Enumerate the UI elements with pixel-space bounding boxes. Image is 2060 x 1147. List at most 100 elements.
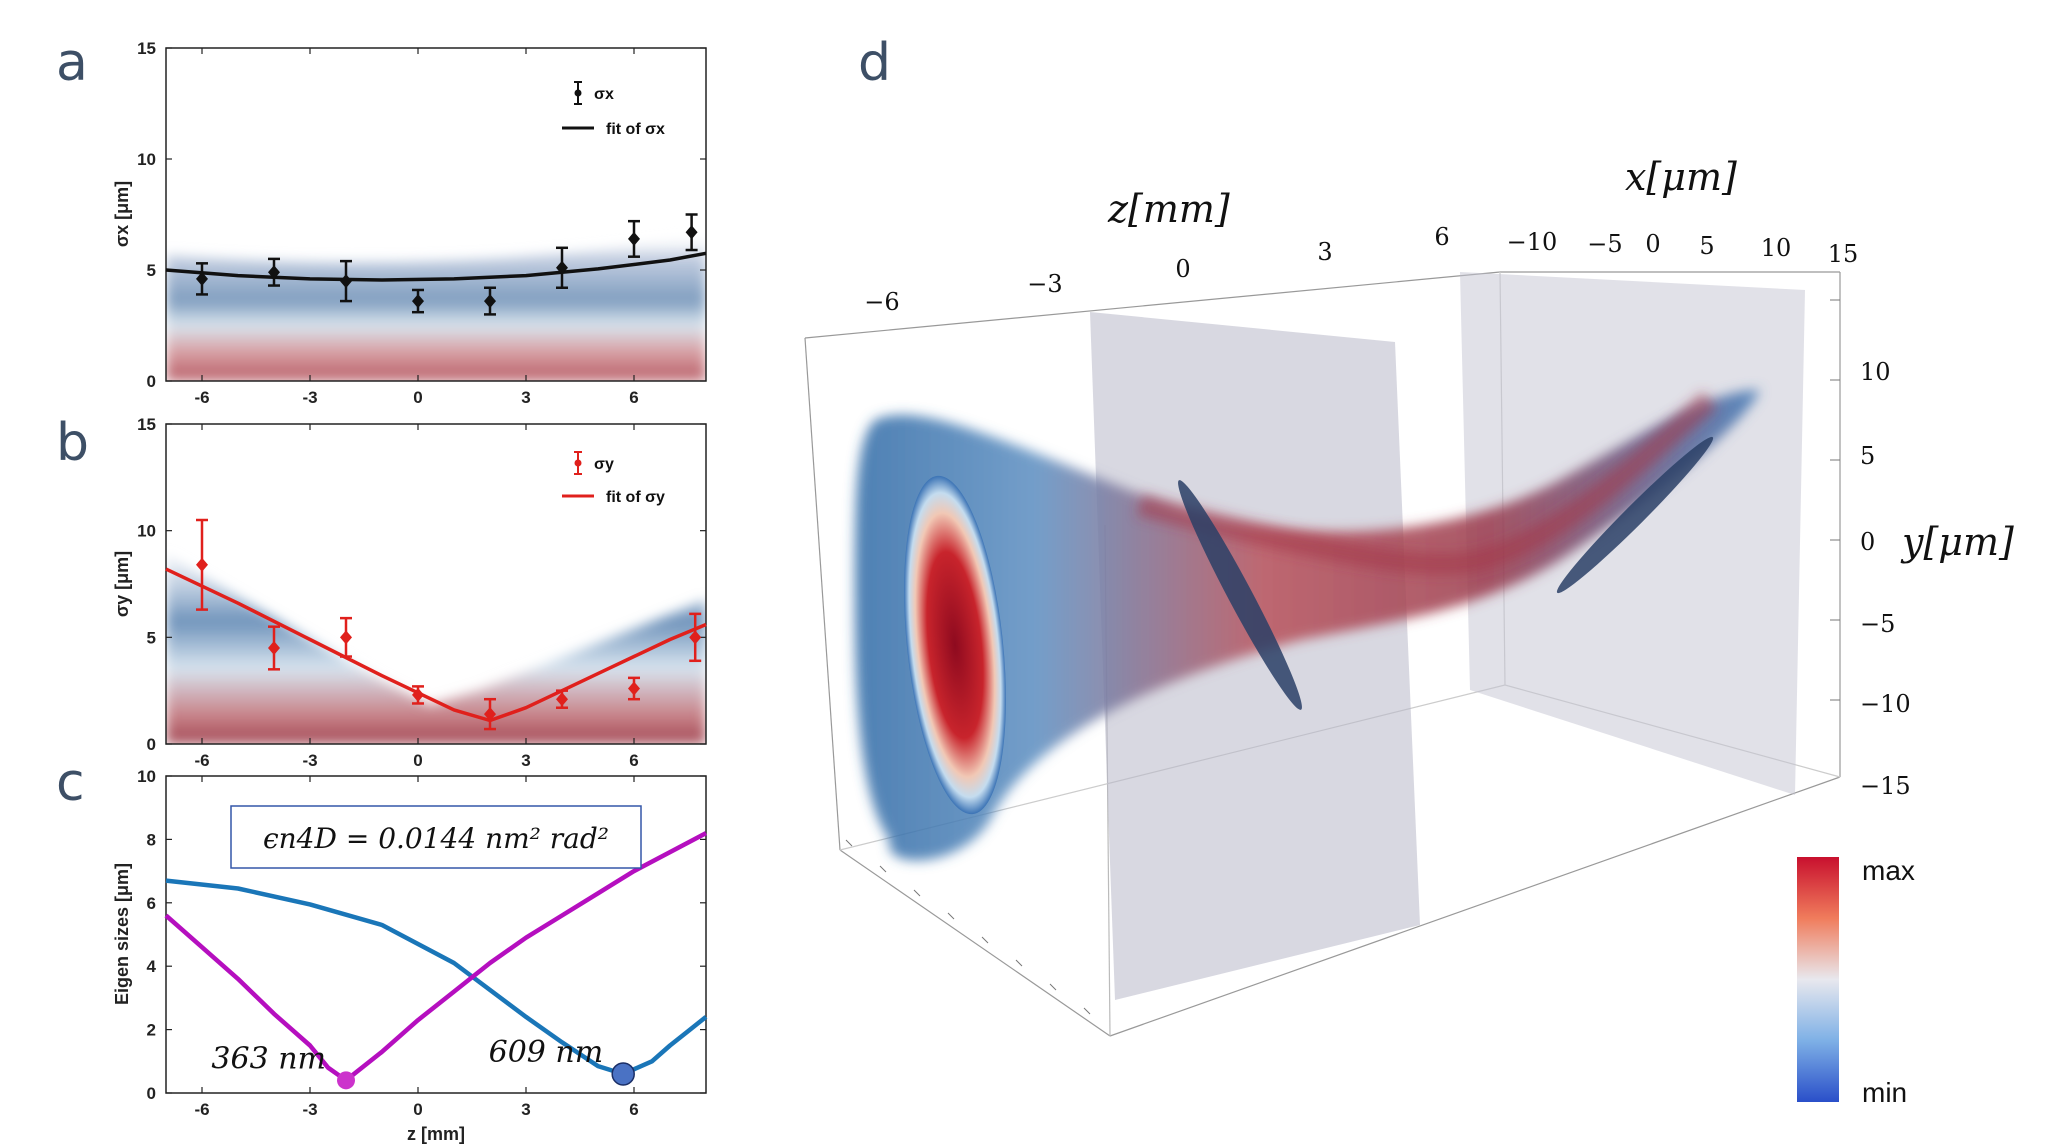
minimum-label: 363 nm	[211, 1041, 326, 1076]
minimum-marker	[611, 1062, 635, 1086]
y-tick-label: −15	[1860, 772, 1911, 800]
y-tick-label: −10	[1860, 690, 1911, 718]
legend-label-fit-sigma-y: fit of σy	[606, 489, 665, 506]
box-tick-marks	[845, 299, 1840, 1015]
legend-a: σx fit of σx	[562, 81, 665, 138]
emittance-annotation: ϵn4D = 0.0144 nm² rad²	[263, 822, 609, 855]
z-tick-label: 6	[1434, 223, 1449, 251]
x-tick-label: -6	[194, 751, 209, 770]
x-tick-label: 5	[1699, 232, 1714, 260]
x-tick-label: −10	[1507, 228, 1558, 256]
data-point	[484, 286, 496, 316]
y-tick-label: 0	[147, 1084, 156, 1103]
beam-cross-section-entry	[904, 475, 1006, 815]
y-tick-label: 0	[147, 735, 156, 754]
legend-label-sigma-x: σx	[594, 86, 614, 103]
y-tick-label: 8	[147, 830, 156, 849]
y-tick-label: 15	[137, 39, 156, 58]
x-tick-label: 6	[629, 751, 638, 770]
colorbar	[1797, 857, 1839, 1102]
axes-frame-b	[165, 423, 707, 745]
chart-a: -6 -3 0 3 6 0 5 10 15 σx [μm] σx fit of σx	[112, 39, 707, 407]
x-tick-label: -3	[302, 1100, 317, 1119]
data-point	[196, 518, 208, 611]
fit-curve	[165, 251, 707, 282]
x-tick-label: 0	[413, 751, 422, 770]
y-tick-label: 15	[137, 415, 156, 434]
data-point	[556, 246, 568, 290]
data-point	[412, 288, 424, 314]
x-tick-label: 3	[521, 1100, 530, 1119]
xlabel-c: z [mm]	[407, 1124, 465, 1144]
y-tick-label: 2	[147, 1021, 156, 1040]
y-tick-label: 5	[147, 628, 156, 647]
data-point	[556, 689, 568, 709]
series-line-magenta	[164, 831, 708, 1083]
axes-frame-c	[165, 775, 707, 1094]
data-point	[340, 259, 352, 303]
projection-plane-middle	[1090, 312, 1420, 1000]
panel-label-c: c	[56, 753, 85, 813]
data-point	[196, 262, 208, 296]
y-tick-label: −5	[1860, 610, 1895, 638]
data-point	[412, 685, 424, 705]
x-tick-label: 6	[629, 388, 638, 407]
x-tick-label: -3	[302, 751, 317, 770]
axis-label-y: y[μm]	[1900, 520, 2014, 564]
y-tick-label: 10	[137, 522, 156, 541]
data-point	[268, 257, 280, 287]
data-point	[685, 213, 698, 252]
x-tick-label: -3	[302, 388, 317, 407]
minimum-marker	[337, 1071, 355, 1090]
chart-d: z[mm] x[μm] y[μm] −6 −3 0 3 6 −10 −5 0 5…	[804, 155, 2014, 1108]
x-tick-label: −5	[1587, 230, 1622, 258]
legend-label-fit-sigma-x: fit of σx	[606, 121, 665, 138]
y-tick-label: 10	[137, 767, 156, 786]
x-tick-label: 0	[1645, 230, 1660, 258]
z-tick-label: 0	[1175, 255, 1190, 283]
colorbar-min-label: min	[1862, 1077, 1907, 1108]
ylabel-a: σx [μm]	[112, 181, 132, 247]
x-tick-label: -6	[194, 1100, 209, 1119]
z-tick-label: 3	[1317, 238, 1332, 266]
axis-label-x: x[μm]	[1625, 155, 1737, 199]
axes-frame-a	[165, 47, 707, 382]
y-tick-label: 4	[147, 957, 157, 976]
x-tick-label: 10	[1761, 234, 1792, 262]
x-tick-label: 0	[413, 1100, 422, 1119]
x-tick-label: 3	[521, 388, 530, 407]
legend-label-sigma-y: σy	[594, 456, 614, 473]
z-tick-label: −3	[1027, 270, 1062, 298]
data-point	[484, 697, 496, 731]
emittance-annotation-box	[230, 805, 642, 869]
data-point	[689, 612, 702, 663]
x-tick-label: 6	[629, 1100, 638, 1119]
minimum-label: 609 nm	[489, 1035, 604, 1070]
y-tick-label: 10	[1860, 358, 1891, 386]
panel-label-b: b	[56, 413, 89, 473]
legend-b: σy fit of σy	[562, 451, 665, 506]
x-tick-label: 15	[1828, 240, 1859, 268]
y-tick-label: 5	[1860, 442, 1875, 470]
ylabel-b: σy [μm]	[112, 551, 132, 617]
y-tick-label: 5	[147, 261, 156, 280]
panel-label-a: a	[56, 33, 88, 93]
x-tick-label: 0	[413, 388, 422, 407]
y-tick-label: 6	[147, 894, 156, 913]
x-tick-label: -6	[194, 388, 209, 407]
data-point	[628, 676, 640, 701]
beam-volume	[855, 390, 1760, 861]
chart-b: -6 -3 0 3 6 0 5 10 15 σy [μm] σy fit of σy	[112, 415, 707, 770]
y-tick-label: 10	[137, 150, 156, 169]
axis-label-z: z[mm]	[1107, 187, 1230, 231]
y-tick-label: 0	[147, 372, 156, 391]
data-point	[268, 625, 280, 671]
y-tick-label: 0	[1860, 528, 1875, 556]
panel-label-d: d	[858, 33, 891, 93]
x-tick-label: 3	[521, 751, 530, 770]
z-tick-label: −6	[864, 288, 899, 316]
density-background-b	[166, 555, 706, 744]
ylabel-c: Eigen sizes [μm]	[112, 863, 132, 1005]
beam-slice-middle	[1178, 480, 1302, 710]
